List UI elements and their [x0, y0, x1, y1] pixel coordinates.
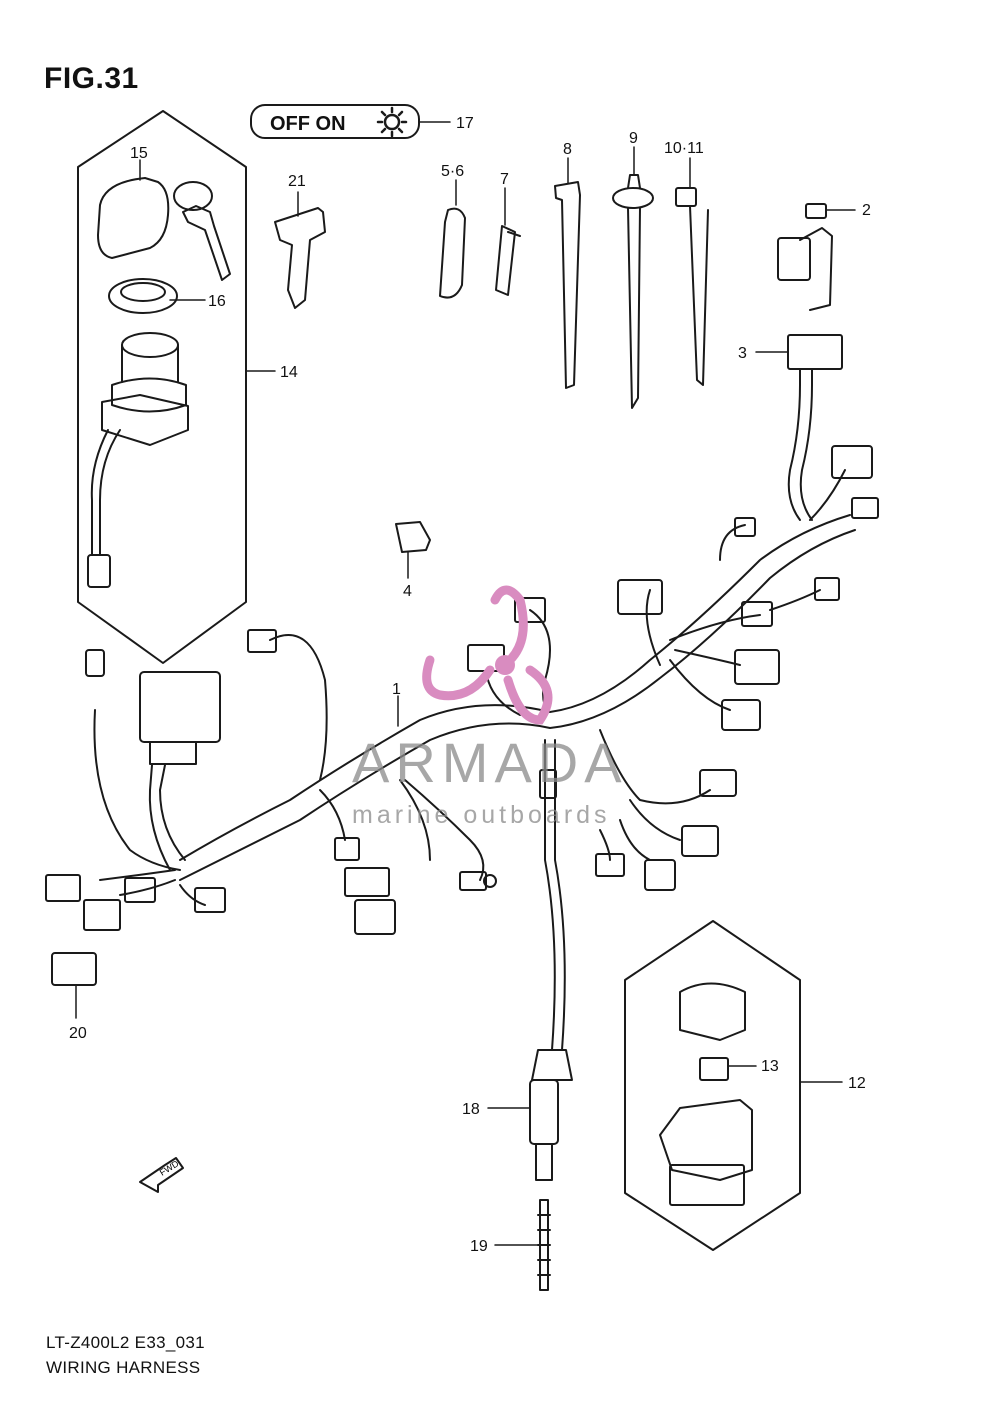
relay-assembly-12: [659, 982, 753, 1206]
callout-15: 15: [130, 145, 148, 162]
callout-14: 14: [280, 364, 298, 381]
cable-tie-8: [554, 181, 581, 389]
leader-lines: [75, 121, 856, 1246]
light-icon: [376, 106, 408, 138]
callout-8: 8: [563, 141, 572, 158]
callout-10-11: 10·11: [664, 140, 704, 157]
spring-19: [537, 1199, 551, 1291]
callout-17: 17: [456, 115, 474, 132]
nut-16: [108, 278, 178, 314]
watermark: ARMADA marine outboards: [352, 585, 628, 829]
figure-title: FIG.31: [44, 62, 139, 95]
callout-20: 20: [69, 1025, 87, 1042]
clamp-5-6: [439, 207, 466, 299]
group-box-12: [624, 920, 801, 1251]
callout-16: 16: [208, 293, 226, 310]
callout-13: 13: [761, 1058, 779, 1075]
cable-tie-9: [612, 174, 654, 409]
callout-5-6: 5·6: [441, 163, 464, 180]
fuse-holder-3: [777, 227, 843, 521]
connector-4: [395, 521, 431, 553]
cable-tie-10-11: [675, 187, 709, 386]
key-21: [274, 207, 326, 309]
clamp-7: [495, 225, 521, 296]
group-box-14: [77, 110, 247, 664]
watermark-tagline: marine outboards: [352, 801, 611, 829]
ignition-key-15: [97, 177, 231, 281]
callout-9: 9: [629, 130, 638, 147]
callout-12: 12: [848, 1075, 866, 1092]
callout-4: 4: [403, 583, 412, 600]
callout-19: 19: [470, 1238, 488, 1255]
callout-2: 2: [862, 202, 871, 219]
callout-21: 21: [288, 173, 306, 190]
ignition-switch-14: [87, 332, 189, 588]
switch-label: OFF ON: [270, 113, 346, 135]
connector-20: [51, 952, 97, 986]
propeller-logo: [422, 585, 553, 725]
model-code: LT-Z400L2 E33_031: [46, 1333, 205, 1352]
fwd-arrow: [139, 1157, 184, 1193]
callout-3: 3: [738, 345, 747, 362]
watermark-brand: ARMADA: [352, 731, 628, 794]
callout-18: 18: [462, 1101, 480, 1118]
diagram-caption: WIRING HARNESS: [46, 1358, 201, 1377]
switch-plate-17: [250, 104, 420, 139]
callout-1: 1: [392, 681, 401, 698]
callout-7: 7: [500, 171, 509, 188]
fuse-2: [805, 203, 827, 219]
